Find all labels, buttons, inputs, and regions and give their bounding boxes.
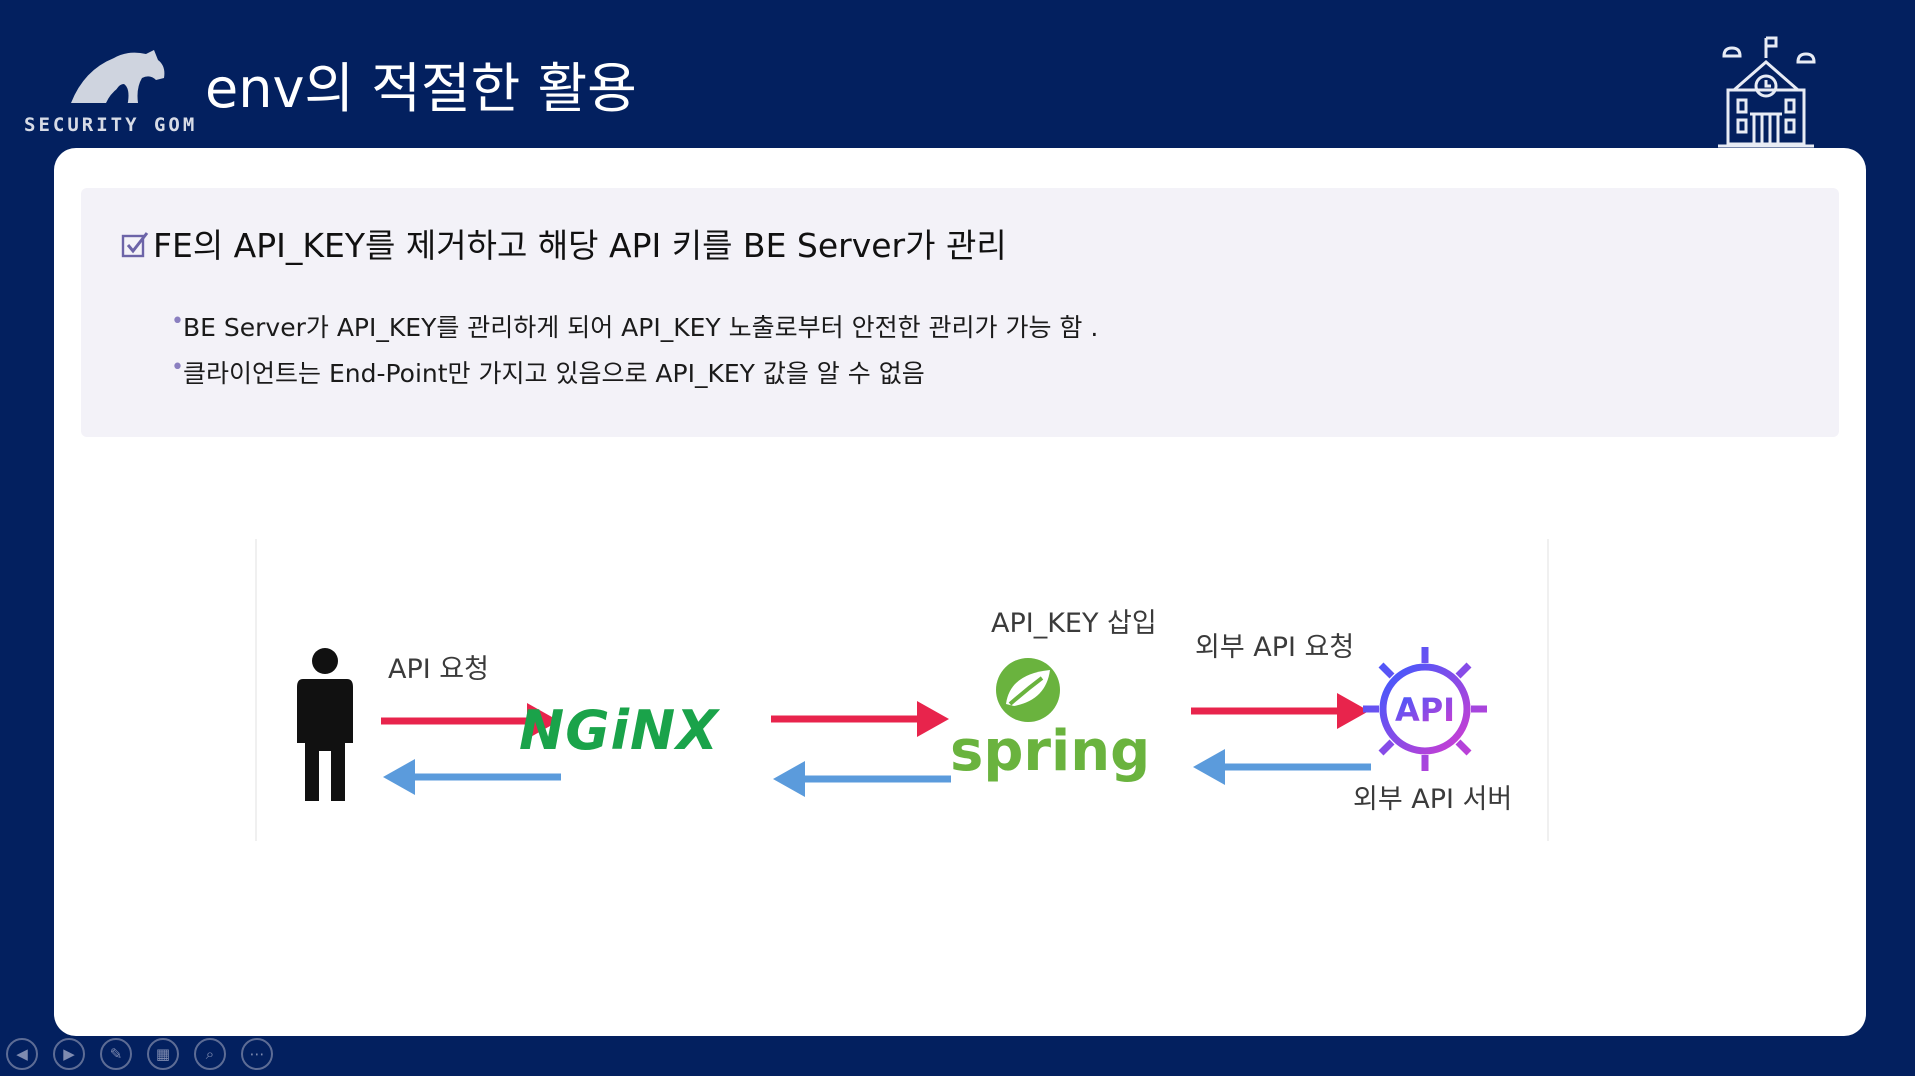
slide-title: env의 적절한 활용 xyxy=(205,57,637,120)
label-external-request: 외부 API 요청 xyxy=(1195,632,1355,663)
arrow-right-icon xyxy=(1191,693,1369,729)
security-gom-logo: SECURITY GOM xyxy=(22,48,194,138)
pen-icon[interactable]: ✎ xyxy=(100,1038,132,1070)
label-api-key-insert: API_KEY 삽입 xyxy=(991,608,1157,639)
nginx-logo: NGiNX xyxy=(519,699,719,762)
arrow-right-icon xyxy=(381,703,559,739)
arrow-right-icon xyxy=(771,701,949,737)
info-panel: FE의 API_KEY를 제거하고 해당 API 키를 BE Server가 관… xyxy=(81,188,1839,437)
label-api-request: API 요청 xyxy=(388,654,489,685)
slides-icon[interactable]: ▦ xyxy=(147,1038,179,1070)
panel-heading: FE의 API_KEY를 제거하고 해당 API 키를 BE Server가 관… xyxy=(153,226,1007,265)
bullet-text: BE Server가 API_KEY를 관리하게 되어 API_KEY 노출로부… xyxy=(183,313,1099,342)
bullet-item: • BE Server가 API_KEY를 관리하게 되어 API_KEY 노출… xyxy=(171,308,1099,344)
arrow-left-icon xyxy=(383,759,561,795)
prev-icon[interactable]: ◀ xyxy=(6,1038,38,1070)
next-icon[interactable]: ▶ xyxy=(53,1038,85,1070)
spring-logo: spring xyxy=(950,719,1151,784)
api-gear-icon: API xyxy=(1363,647,1487,771)
more-icon[interactable]: ⋯ xyxy=(241,1038,273,1070)
school-building-icon xyxy=(1718,36,1816,148)
content-card: FE의 API_KEY를 제거하고 해당 API 키를 BE Server가 관… xyxy=(54,148,1866,1036)
person-icon xyxy=(297,648,353,801)
bullet-text: 클라이언트는 End-Point만 가지고 있음으로 API_KEY 값을 알 … xyxy=(183,359,925,388)
checkbox-checked-icon xyxy=(121,232,149,258)
spring-leaf-icon xyxy=(996,658,1060,722)
api-badge-text: API xyxy=(1395,691,1455,729)
zoom-icon[interactable]: ⌕ xyxy=(194,1038,226,1070)
bear-logo-icon xyxy=(71,50,165,103)
bullet-dot: • xyxy=(171,355,184,380)
arrow-left-icon xyxy=(773,761,951,797)
architecture-diagram: API 요청 NGiNX API_KEY 삽입 spring 외부 API 요청 xyxy=(255,539,1549,841)
logo-text: SECURITY GOM xyxy=(24,114,198,136)
arrow-left-icon xyxy=(1193,749,1371,785)
bullet-dot: • xyxy=(171,309,184,334)
label-external-server: 외부 API 서버 xyxy=(1353,784,1513,815)
bullet-item: • 클라이언트는 End-Point만 가지고 있음으로 API_KEY 값을 … xyxy=(171,354,925,390)
